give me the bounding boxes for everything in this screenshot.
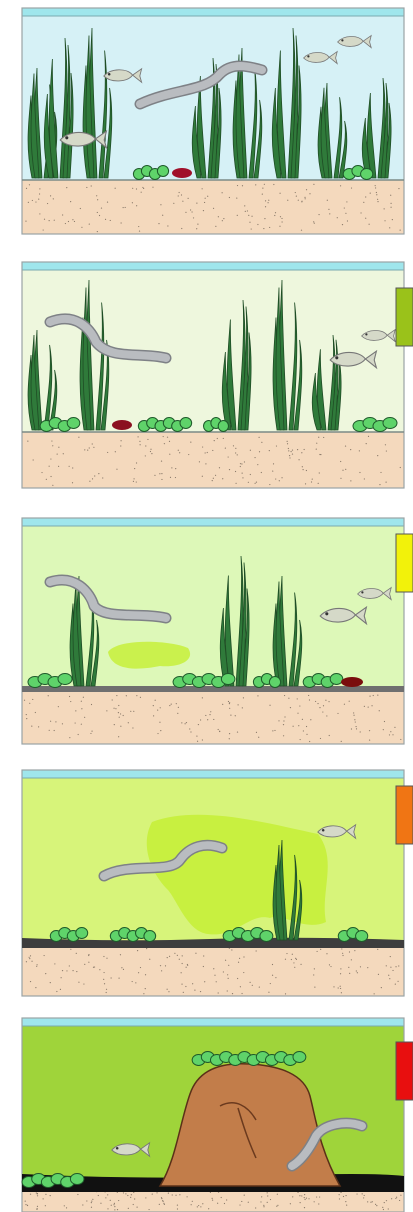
water xyxy=(22,270,404,432)
sand-bed xyxy=(22,432,404,488)
bush-leaf xyxy=(58,674,72,685)
stage-1-panel xyxy=(0,0,413,240)
aquarium-svg xyxy=(0,1010,413,1212)
bush-leaf xyxy=(293,1052,306,1063)
red-plant xyxy=(112,420,132,430)
fish-eye xyxy=(108,73,111,76)
bush-leaf xyxy=(76,928,88,939)
stage-4-panel xyxy=(0,762,413,1002)
red-plant xyxy=(341,677,363,687)
bush-leaf xyxy=(67,418,80,429)
aquarium-svg xyxy=(0,510,413,750)
algae-cloud xyxy=(108,642,190,669)
fish-eye xyxy=(322,829,325,832)
fish-eye xyxy=(361,591,363,593)
fish-eye xyxy=(307,55,309,57)
bush-leaf xyxy=(356,931,368,942)
bush-leaf xyxy=(330,674,343,685)
sand-bed xyxy=(22,690,404,744)
bush-leaf xyxy=(144,931,156,942)
water-surface xyxy=(22,518,404,526)
bush-leaf xyxy=(361,169,373,180)
pollution-indicator xyxy=(396,288,413,346)
water-surface xyxy=(22,1018,404,1026)
water-surface xyxy=(22,8,404,16)
water-surface xyxy=(22,770,404,778)
stage-5-panel xyxy=(0,1010,413,1212)
pollution-indicator xyxy=(396,1042,413,1100)
bush-leaf xyxy=(221,674,235,685)
sand-bed xyxy=(22,180,404,234)
fish-eye xyxy=(116,1147,119,1150)
water-surface xyxy=(22,262,404,270)
bush-leaf xyxy=(260,931,273,942)
stage-3-panel xyxy=(0,510,413,750)
aquarium-svg xyxy=(0,0,413,240)
fish-eye xyxy=(335,356,338,359)
fish-eye xyxy=(365,333,367,335)
bush-leaf xyxy=(180,418,192,429)
fish-eye xyxy=(341,39,343,41)
pollution-indicator xyxy=(396,786,413,844)
bush-leaf xyxy=(269,677,280,688)
aquarium-svg xyxy=(0,254,413,494)
sand-bed xyxy=(22,944,404,996)
stage-2-panel xyxy=(0,254,413,494)
sludge-layer xyxy=(22,686,404,692)
bush-leaf xyxy=(157,166,168,177)
bush-leaf xyxy=(70,1174,84,1185)
red-plant xyxy=(172,168,192,178)
fish-eye xyxy=(65,136,68,139)
bush-leaf xyxy=(218,421,228,432)
bush-leaf xyxy=(383,418,397,429)
aquarium-svg xyxy=(0,762,413,1002)
fish-eye xyxy=(325,612,328,615)
pollution-indicator xyxy=(396,534,413,592)
